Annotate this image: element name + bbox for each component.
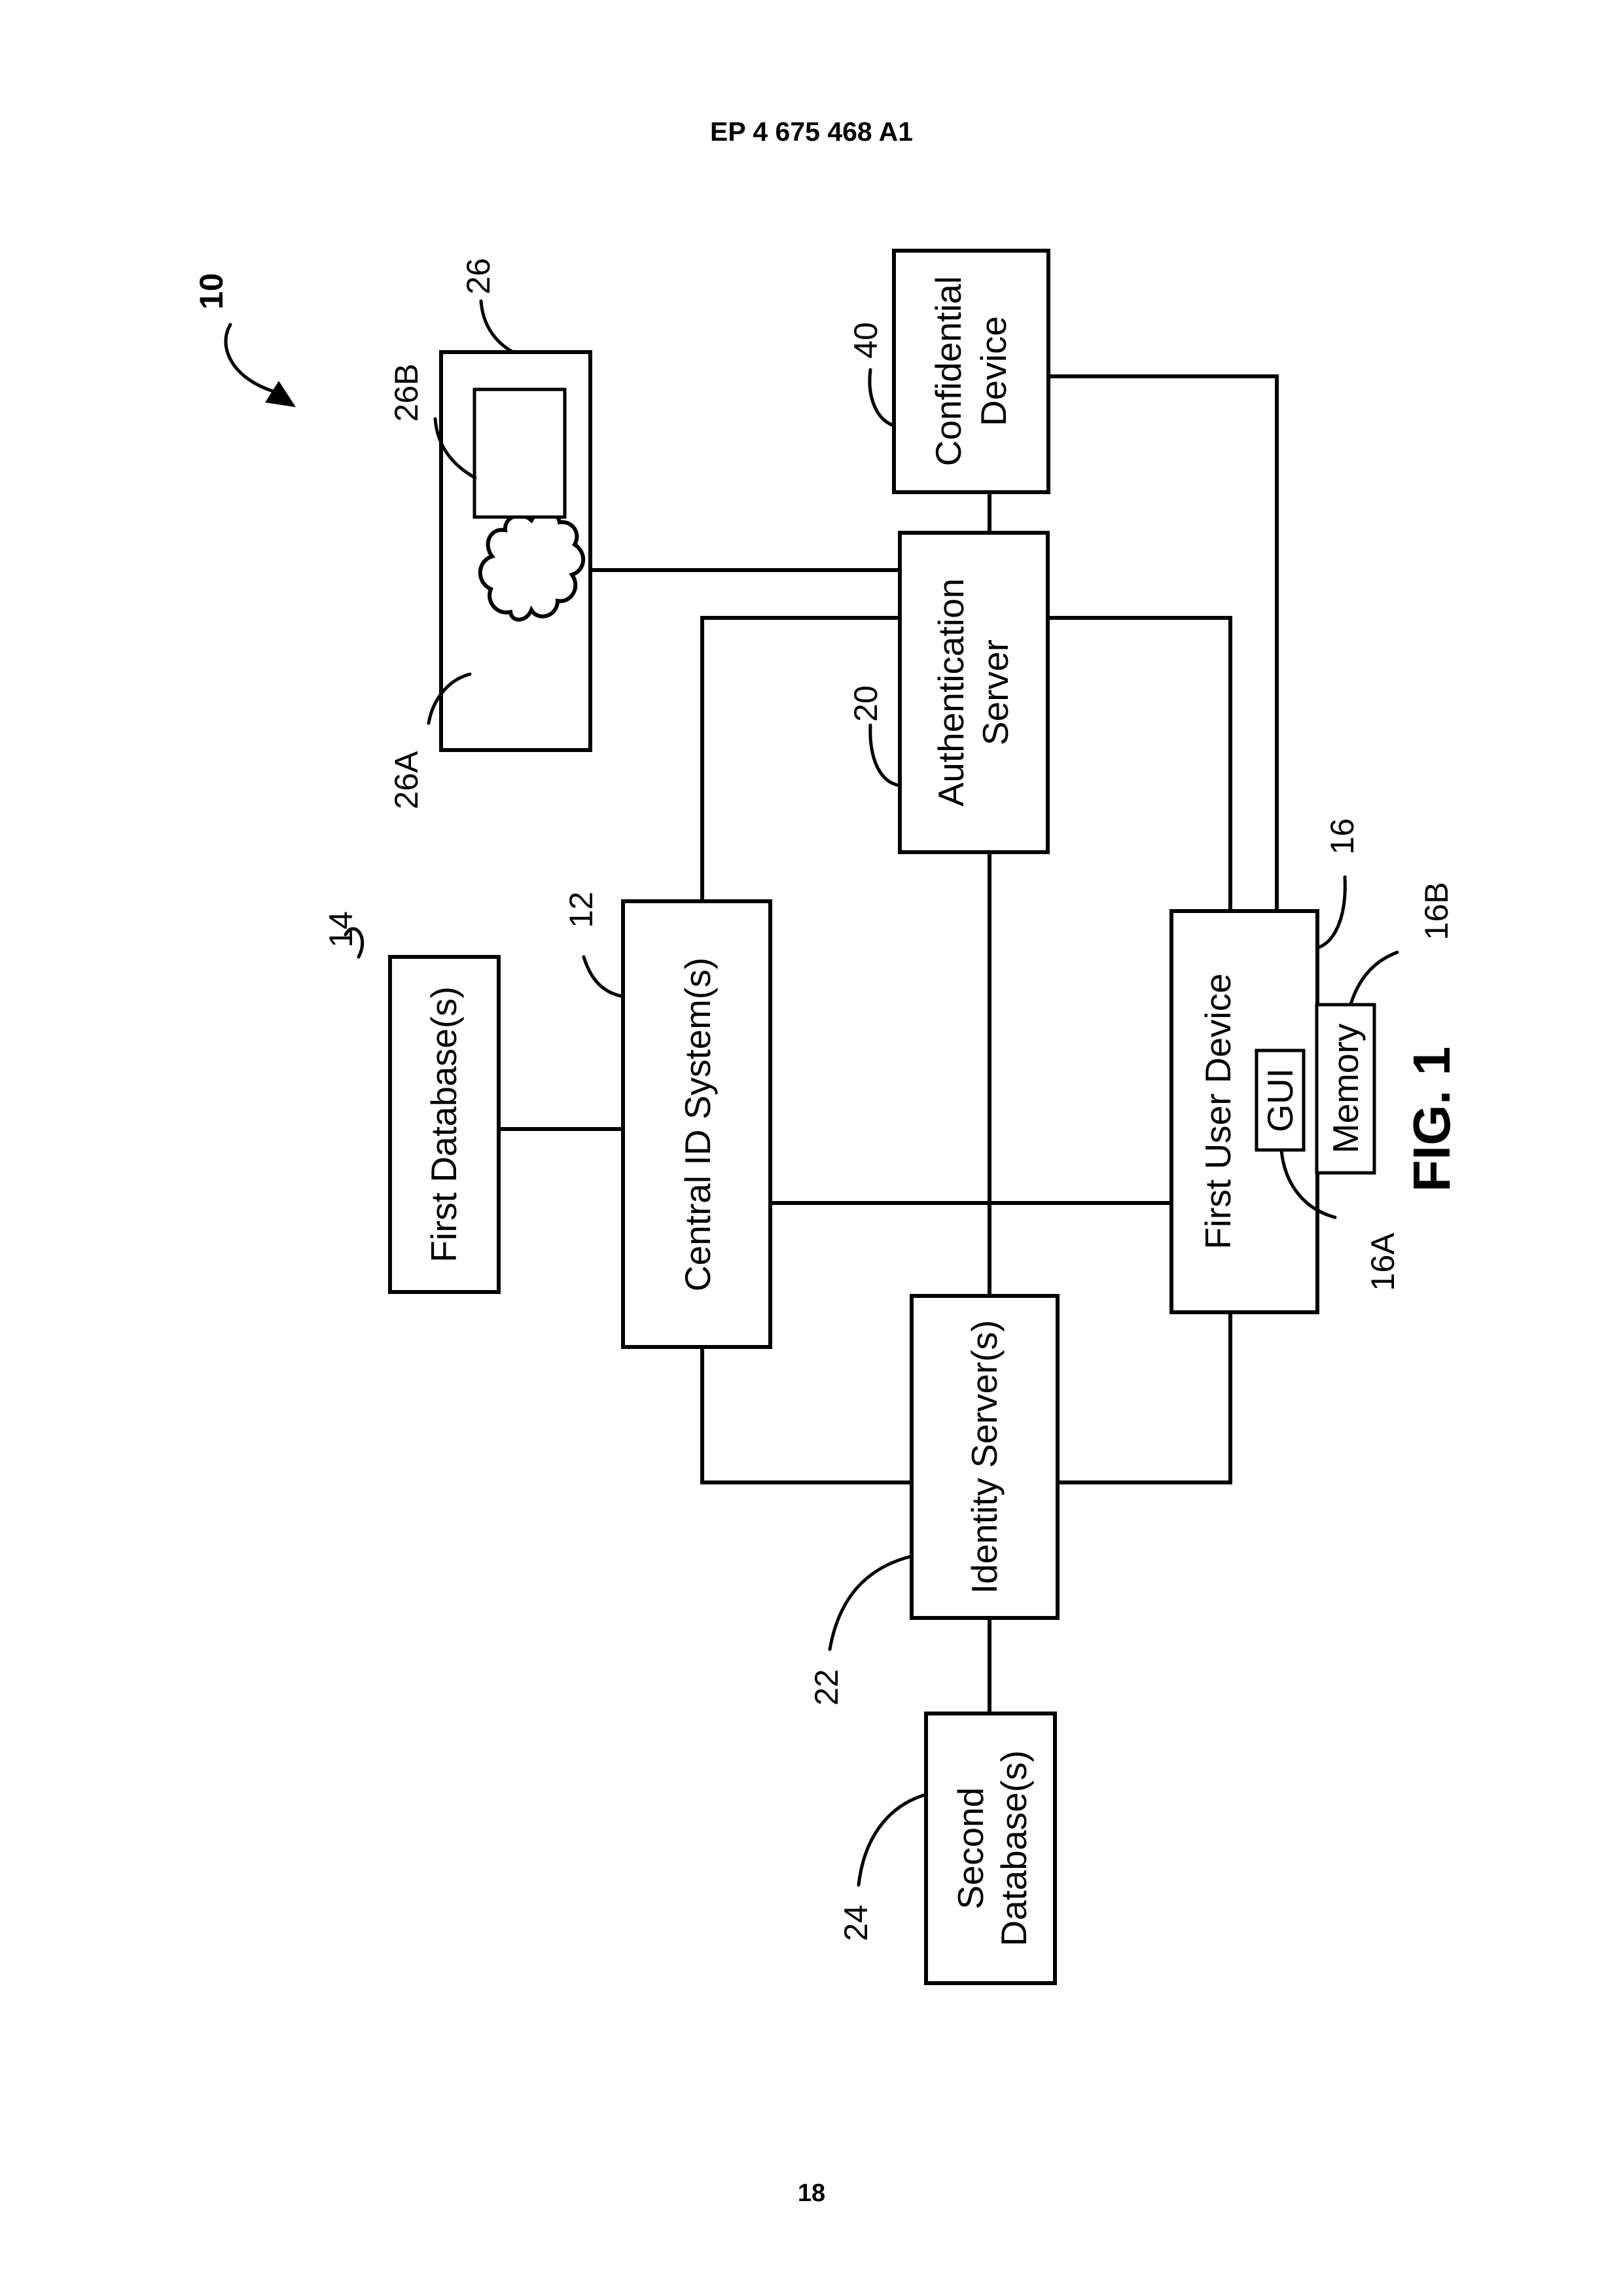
ref-14: 14	[323, 911, 359, 948]
ref-26: 26	[460, 258, 497, 295]
page-number: 18	[0, 2179, 1623, 2208]
confidential-device-label-line1: Confidential	[928, 276, 969, 466]
screen-icon	[474, 389, 565, 517]
authentication-server-label-line1: Authentication	[931, 579, 971, 807]
ref-12: 12	[563, 891, 599, 928]
second-database-label-line2: Database(s)	[993, 1750, 1034, 1946]
connection-lines	[501, 376, 1277, 1713]
memory-box: Memory	[1317, 1005, 1374, 1173]
ref-10: 10	[193, 273, 230, 310]
ref-40: 40	[847, 322, 884, 359]
confidential-device-label-line2: Device	[973, 316, 1014, 426]
system-arrow	[226, 325, 296, 407]
first-database-box: First Database(s)	[390, 957, 499, 1292]
ref-24: 24	[838, 1905, 874, 1941]
ref-16b: 16B	[1418, 882, 1455, 941]
first-user-device-box: First User Device GUI Memory	[1171, 911, 1374, 1312]
gui-label: GUI	[1260, 1068, 1300, 1132]
gui-box: GUI	[1257, 1050, 1304, 1150]
ref-26a: 26A	[388, 751, 425, 810]
wire-central-auth	[702, 618, 899, 901]
ref-16a: 16A	[1364, 1232, 1401, 1291]
identity-server-box: Identity Server(s)	[912, 1296, 1058, 1618]
arrowhead-icon	[265, 381, 296, 407]
second-database-label-line1: Second	[950, 1787, 991, 1910]
wire-auth-userdevice	[1047, 618, 1230, 911]
first-database-label: First Database(s)	[423, 986, 464, 1263]
ref-20: 20	[847, 685, 884, 722]
ref-22: 22	[808, 1669, 845, 1706]
confidential-device-box: Confidential Device	[894, 251, 1048, 492]
authentication-server-label-line2: Server	[975, 639, 1016, 745]
device-26-box	[441, 352, 590, 750]
figure-label: FIG. 1	[1402, 1047, 1461, 1192]
first-user-device-label: First User Device	[1198, 973, 1238, 1249]
wire-confidential-userdevice	[1050, 376, 1277, 911]
central-id-system-box: Central ID System(s)	[623, 901, 770, 1347]
ref-26b: 26B	[388, 364, 425, 422]
ref-16: 16	[1324, 818, 1361, 855]
second-database-box: Second Database(s)	[926, 1713, 1055, 1983]
identity-server-label: Identity Server(s)	[964, 1320, 1005, 1594]
memory-label: Memory	[1325, 1023, 1366, 1153]
central-id-system-label: Central ID System(s)	[677, 958, 718, 1291]
authentication-server-box: Authentication Server	[900, 533, 1048, 852]
